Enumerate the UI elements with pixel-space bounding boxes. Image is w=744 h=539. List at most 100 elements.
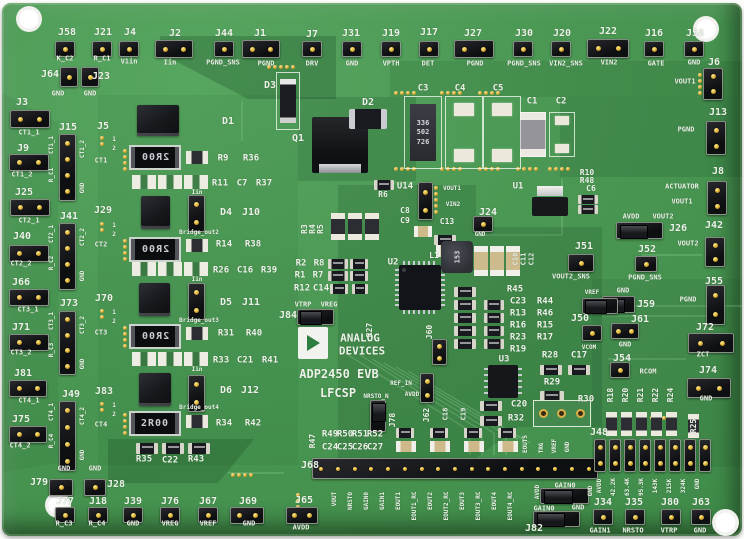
silk-label: J25 (14, 187, 34, 198)
silk-label: R18 (606, 387, 615, 403)
silk-label: J6 (707, 57, 721, 68)
via-cluster (516, 167, 538, 171)
silk-label: VIN2_SNS (549, 59, 583, 68)
resistor (484, 339, 504, 349)
silk-label: C13 (439, 217, 455, 226)
silk-label: GND (126, 519, 140, 528)
capacitor (132, 352, 156, 366)
silk-label: PGND (257, 59, 275, 68)
via-cluster (698, 73, 702, 95)
resistor (454, 287, 476, 297)
silk-label: GATE (647, 59, 665, 68)
silk-label: CT3_2 (10, 348, 32, 357)
mounting-hole (712, 509, 739, 536)
silk-label: C4 (454, 83, 466, 94)
silk-label: ADP2450 EVB (299, 367, 379, 381)
silk-label: J71 (11, 322, 31, 333)
silk-label: J23 (91, 71, 111, 82)
connector-j72 (688, 333, 734, 353)
silk-label: C16 (236, 265, 254, 276)
silk-label: J49 (61, 389, 81, 400)
silk-label: R7 (312, 270, 324, 281)
connector-j71 (9, 334, 49, 351)
silk-label: J59 (636, 299, 656, 310)
silk-label: J10 (241, 207, 261, 218)
silk-label: EOUT1_RC (411, 491, 418, 521)
silk-label: CT3_1 (17, 305, 39, 314)
silk-label: J2 (168, 28, 182, 39)
silk-label: VREF (199, 519, 217, 528)
silk-label: U14 (396, 181, 414, 192)
silk-label: C20 (510, 399, 528, 410)
silk-label: GND (616, 286, 630, 295)
silk-label: J21 (93, 27, 113, 38)
silk-label: Bridge_out3 (179, 317, 219, 324)
diode-d4 (141, 196, 170, 229)
silk-label: R_C4 (48, 433, 55, 449)
silk-label: EOUT2 (427, 491, 434, 511)
connector-j52 (635, 256, 657, 272)
connector-j41 (59, 223, 76, 290)
silk-label: 215K (666, 478, 673, 494)
silk-label: EOUT5 (522, 434, 529, 454)
silk-label: R30 (577, 394, 595, 405)
connector-j11 (188, 283, 205, 320)
silk-label: 95.3K (638, 477, 645, 497)
silk-label: CT3_2 (79, 315, 86, 335)
ic-u1 (530, 186, 570, 216)
silk-label: 1 (112, 136, 116, 143)
resistor (186, 239, 208, 252)
mounting-hole (16, 6, 42, 32)
connector-j30 (513, 41, 533, 57)
connector-j48 (594, 439, 606, 472)
silk-label: NRSTO_N (363, 393, 389, 400)
silk-label: R37 (255, 178, 273, 189)
connector-j54 (610, 362, 630, 378)
capacitor (396, 441, 416, 452)
resistor (454, 339, 476, 349)
connector-j82 (540, 488, 589, 504)
silk-label: R31 (217, 328, 235, 339)
silk-label: J39 (123, 496, 143, 507)
silk-label: C7 (236, 178, 248, 189)
connector-j2 (155, 40, 193, 58)
silk-label: C5 (492, 83, 504, 94)
silk-label: R29 (543, 377, 561, 388)
via-cluster (478, 91, 500, 95)
silk-label: J60 (425, 324, 434, 340)
silk-label: REF_IN (390, 380, 412, 387)
silk-label: R47 (308, 433, 317, 449)
capacitor (430, 441, 450, 452)
silk-label: CT3 (94, 328, 108, 337)
silk-label: V1in (120, 57, 138, 66)
capacitor (184, 262, 208, 276)
resistor (540, 391, 564, 401)
silk-label: J13 (708, 107, 728, 118)
capacitor-c5 (483, 96, 521, 169)
inductor: 2R00 (129, 145, 181, 170)
silk-label: U1 (512, 181, 524, 192)
silk-label: J31 (341, 28, 361, 39)
silk-label: GND (699, 394, 713, 403)
connector-j62 (420, 373, 434, 403)
silk-label: R_C1 (48, 167, 55, 183)
silk-label: ZCT (696, 350, 710, 359)
silk-label: J74 (698, 365, 718, 376)
silk-label: J72 (695, 322, 715, 333)
via-cluster (100, 222, 104, 232)
silk-label: EOUT4 (491, 491, 498, 511)
connector-j28 (84, 479, 106, 496)
connector-j58 (55, 41, 75, 57)
silk-label: J67 (198, 496, 218, 507)
resistor (480, 401, 502, 411)
silk-label: R11 (211, 178, 229, 189)
silk-label: CT1 (94, 156, 108, 165)
connector-j75 (9, 426, 47, 443)
silk-label: J66 (11, 277, 31, 288)
connector-j21 (92, 41, 112, 57)
silk-label: 2 (112, 145, 116, 152)
silk-label: CT1_2 (79, 139, 86, 159)
silk-label: R_C2 (48, 255, 55, 271)
silk-label: VREF (551, 438, 558, 454)
